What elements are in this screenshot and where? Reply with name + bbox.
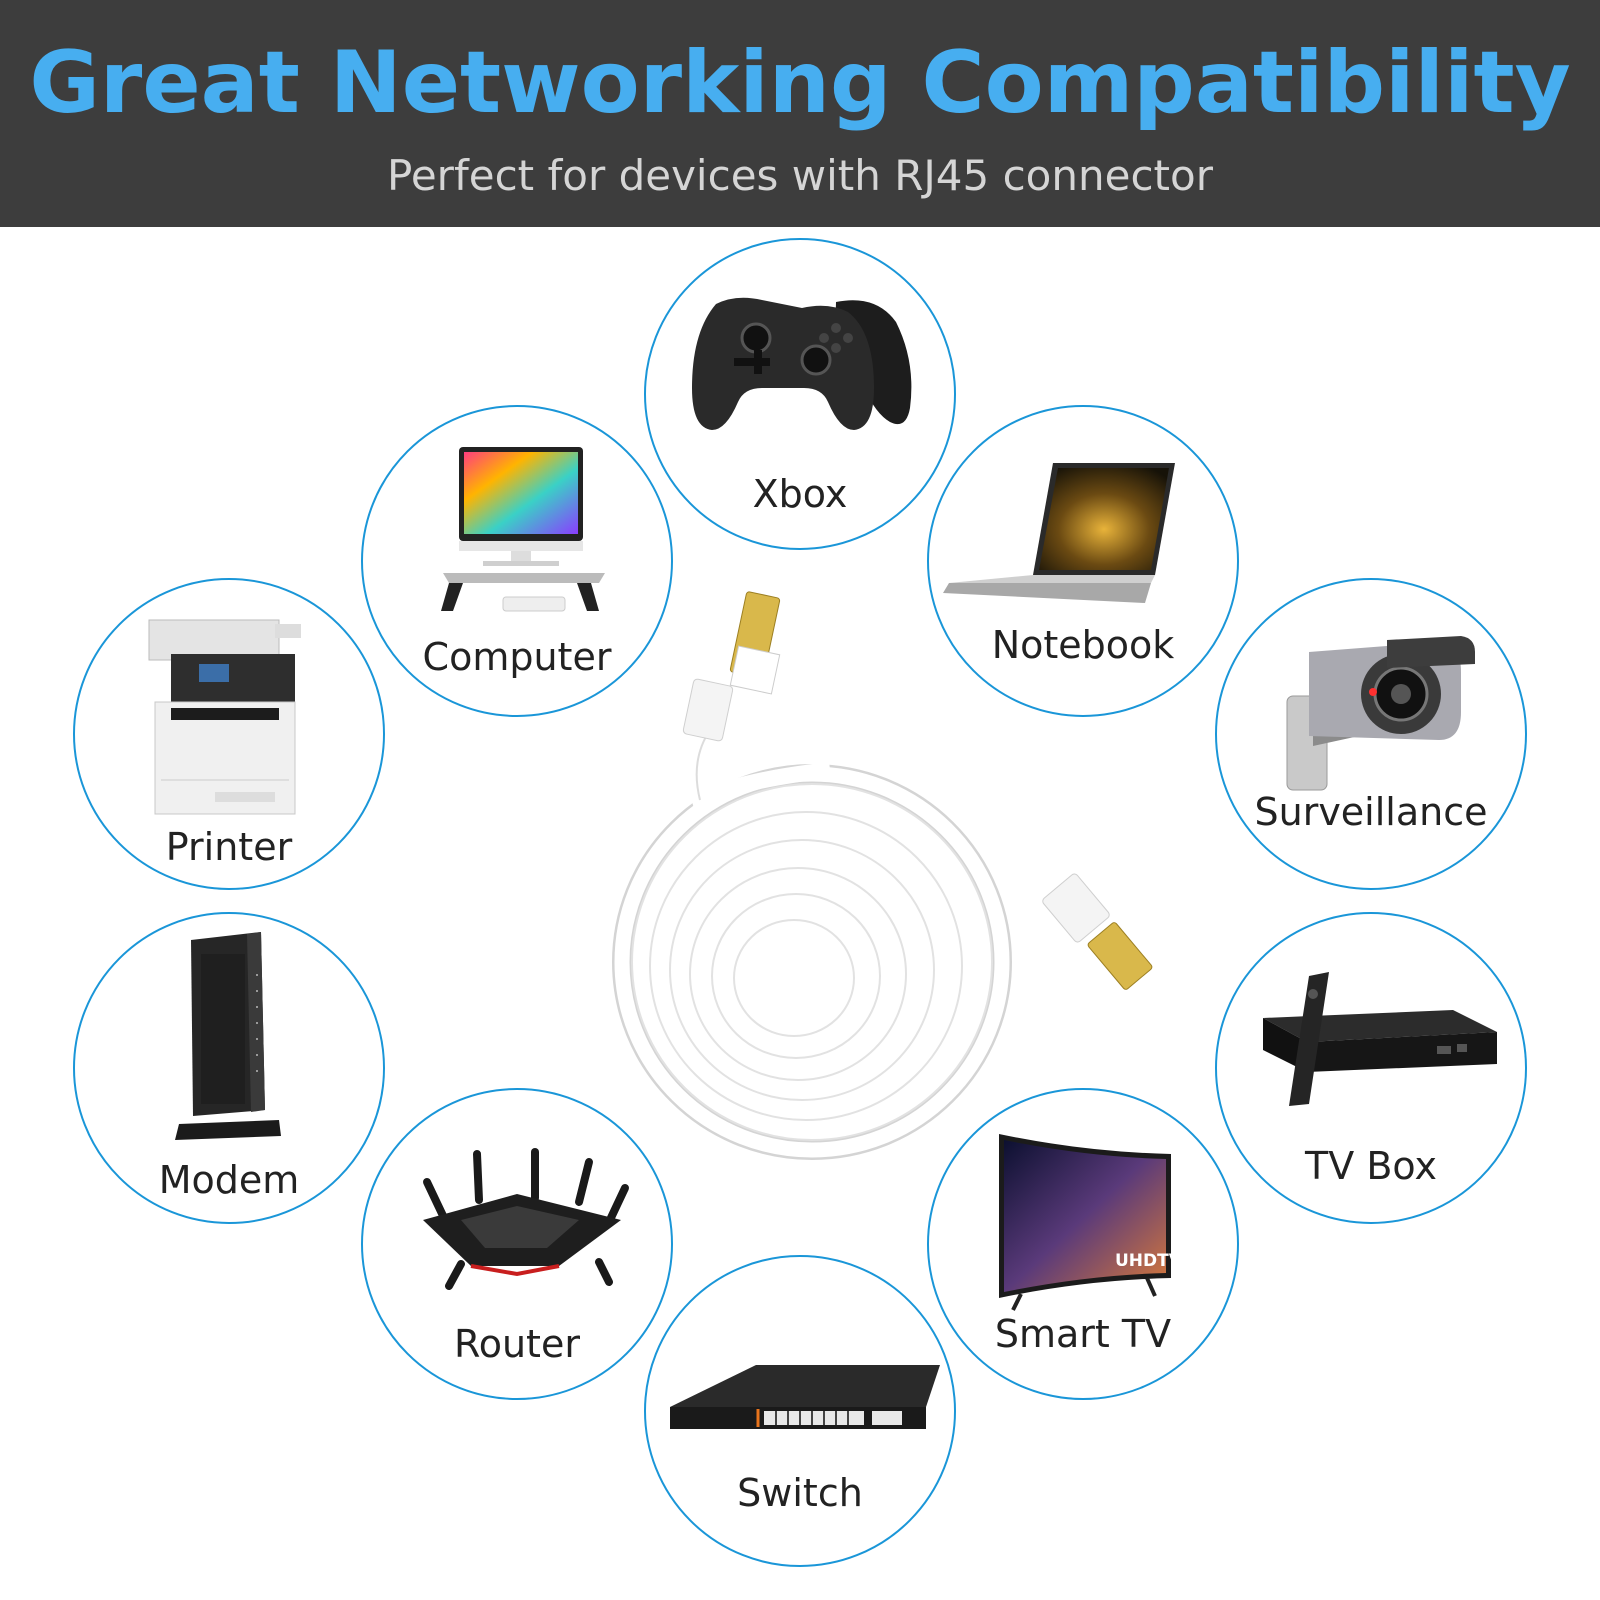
device-label: Smart TV — [994, 1312, 1172, 1356]
device-label: Surveillance — [1254, 790, 1488, 834]
header-banner: Great Networking Compatibility Perfect f… — [0, 0, 1600, 227]
device-label: Printer — [165, 825, 293, 869]
device-switch: Switch — [644, 1255, 956, 1567]
device-smart-tv: UHDTV Smart TV — [927, 1088, 1239, 1400]
network-switch-icon — [670, 1365, 940, 1429]
laptop-icon — [943, 463, 1175, 603]
device-label: Computer — [422, 635, 612, 679]
device-label: TV Box — [1305, 1144, 1437, 1188]
page-subtitle: Perfect for devices with RJ45 connector — [387, 151, 1213, 200]
desktop-computer-icon — [441, 447, 605, 612]
tv-box-icon — [1263, 972, 1497, 1106]
device-label: Modem — [158, 1158, 300, 1202]
security-camera-icon — [1286, 636, 1475, 791]
device-modem: Modem — [73, 912, 385, 1224]
page-title: Great Networking Compatibility — [29, 33, 1571, 133]
device-xbox: Xbox — [644, 238, 956, 550]
device-computer: Computer — [361, 405, 673, 717]
game-controller-icon — [692, 297, 912, 430]
router-icon — [423, 1148, 629, 1290]
device-label: Notebook — [991, 623, 1175, 667]
printer-icon — [148, 619, 301, 815]
device-notebook: Notebook — [927, 405, 1239, 717]
rj45-top-plug-icon — [682, 591, 781, 742]
device-tv-box: TV Box — [1215, 912, 1527, 1224]
device-surveillance: Surveillance — [1215, 578, 1527, 890]
device-router: Router — [361, 1088, 673, 1400]
device-label: Router — [454, 1322, 580, 1366]
device-label: Xbox — [752, 472, 848, 516]
ethernet-cable-icon — [612, 591, 1153, 1160]
rj45-bottom-plug-icon — [955, 803, 1153, 990]
device-label: Switch — [737, 1471, 863, 1515]
smart-tv-icon: UHDTV — [999, 1134, 1183, 1311]
uhd-tv-badge: UHDTV — [1115, 1251, 1183, 1271]
modem-icon — [175, 932, 281, 1140]
device-printer: Printer — [73, 578, 385, 890]
